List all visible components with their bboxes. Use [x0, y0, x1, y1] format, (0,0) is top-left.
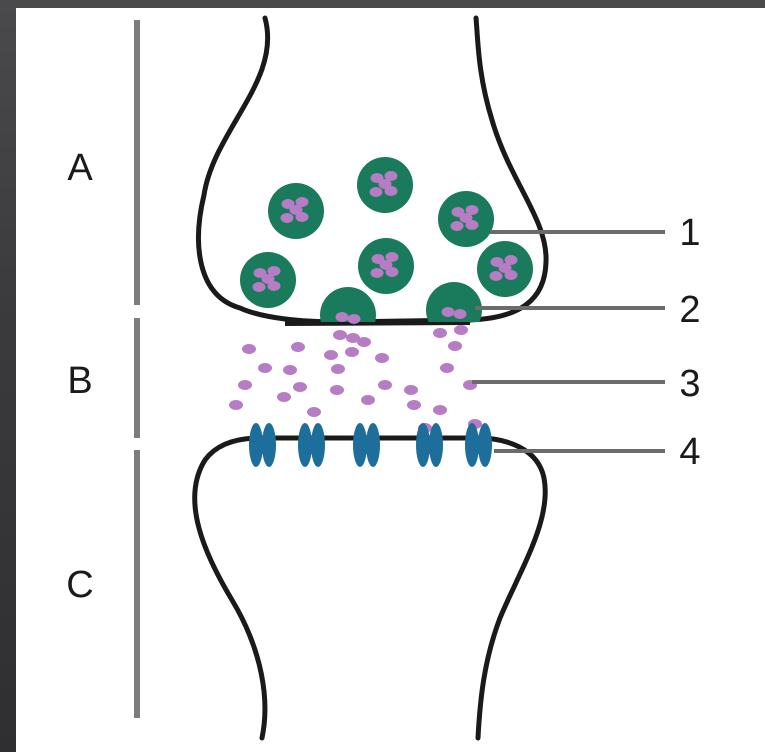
segment-label-a: A	[67, 147, 93, 189]
neurotransmitter-dot	[448, 341, 462, 351]
fusing-vesicle	[426, 282, 482, 338]
postsynaptic-receptors	[249, 423, 492, 467]
vesicle-content-dot	[454, 309, 467, 319]
vesicle-content-dot	[336, 312, 349, 322]
neurotransmitter-dot	[333, 330, 347, 340]
neurotransmitter-dot	[324, 350, 338, 360]
vesicle	[357, 157, 413, 213]
neurotransmitter-dot	[357, 337, 371, 347]
receptor-subunit	[262, 423, 276, 467]
receptor	[465, 423, 492, 467]
neurotransmitter-dot	[238, 380, 252, 390]
receptor-subunit	[366, 423, 380, 467]
neurotransmitter-dot	[291, 342, 305, 352]
receptor-subunit	[353, 423, 367, 467]
neurotransmitter-molecules	[229, 325, 482, 433]
segment-label-c: C	[66, 564, 93, 606]
postsynaptic-membrane	[195, 438, 546, 738]
vesicle	[268, 183, 324, 239]
presynaptic-active-zone	[285, 322, 470, 323]
segment-label-b: B	[67, 360, 92, 402]
neurotransmitter-dot	[331, 364, 345, 374]
synaptic-vesicles	[240, 157, 533, 343]
vesicle-content-dot	[370, 187, 383, 197]
vesicle-content-dot	[499, 263, 512, 273]
vesicle-content-dot	[262, 274, 275, 284]
neurotransmitter-dot	[375, 353, 389, 363]
neurotransmitter-dot	[229, 400, 243, 410]
vesicle-content-dot	[281, 213, 294, 223]
neurotransmitter-dot	[258, 363, 272, 373]
neurotransmitter-dot	[242, 344, 256, 354]
neurotransmitter-dot	[433, 328, 447, 338]
vesicle-content-dot	[253, 282, 266, 292]
receptor	[353, 423, 380, 467]
vesicle	[240, 252, 296, 308]
vesicle	[477, 241, 533, 297]
vesicle-content-dot	[290, 205, 303, 215]
neurotransmitter-dot	[345, 347, 359, 357]
neurotransmitter-dot	[283, 365, 297, 375]
vesicle-content-dot	[380, 260, 393, 270]
vesicle-content-dot	[379, 179, 392, 189]
receptor	[249, 423, 276, 467]
receptor-subunit	[478, 423, 492, 467]
vesicle	[438, 191, 494, 247]
neurotransmitter-dot	[454, 325, 468, 335]
vesicle-content-dot	[490, 271, 503, 281]
vesicle-content-dot	[371, 268, 384, 278]
vesicle-body	[426, 282, 482, 338]
vesicle-content-dot	[451, 221, 464, 231]
neurotransmitter-dot	[404, 385, 418, 395]
neurotransmitter-dot	[277, 392, 291, 402]
neurotransmitter-dot	[407, 400, 421, 410]
vesicle-content-dot	[348, 314, 361, 324]
neurotransmitter-dot	[293, 382, 307, 392]
vesicle-content-dot	[442, 307, 455, 317]
callout-number-2: 2	[679, 289, 700, 331]
callout-number-3: 3	[679, 363, 700, 405]
receptor-subunit	[416, 423, 430, 467]
callout-number-4: 4	[679, 431, 700, 473]
neurotransmitter-dot	[440, 363, 454, 373]
neurotransmitter-dot	[361, 395, 375, 405]
receptor-subunit	[298, 423, 312, 467]
callout-number-1: 1	[679, 212, 700, 254]
neurotransmitter-dot	[378, 380, 392, 390]
vesicle	[358, 238, 414, 294]
neurotransmitter-dot	[433, 405, 447, 415]
receptor-subunit	[249, 423, 263, 467]
receptor	[298, 423, 325, 467]
receptor-subunit	[429, 423, 443, 467]
receptor-subunit	[465, 423, 479, 467]
receptor-subunit	[311, 423, 325, 467]
vesicle-content-dot	[460, 213, 473, 223]
neurotransmitter-dot	[330, 385, 344, 395]
neurotransmitter-dot	[307, 407, 321, 417]
